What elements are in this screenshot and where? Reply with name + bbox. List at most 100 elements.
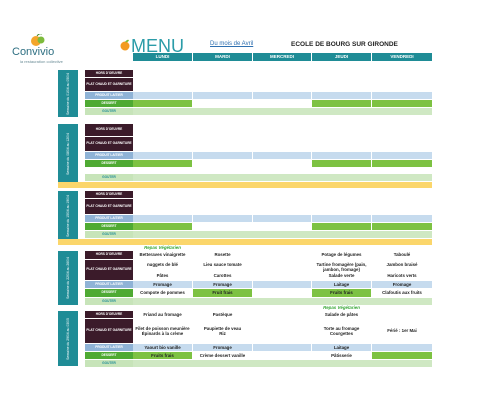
week-4-thursday-main: Tartine fromagère (pain, jambon, fromage… xyxy=(316,261,367,278)
week-2-label-gouter: GOUTER xyxy=(85,174,133,181)
week-2-laitier-cell xyxy=(372,152,432,159)
week-2-dessert-cell xyxy=(372,160,432,167)
week-3-side-label: Semaine du 15/04 au 19/04 xyxy=(58,191,78,241)
day-header-wednesday: MERCREDI xyxy=(253,53,311,61)
week-4-friday-main: Jambon braisé Haricots verts xyxy=(386,261,418,278)
week-4-label-laitier: PRODUIT LAITIER xyxy=(85,281,133,288)
week-5-label-hors-doeuvre: HORS D'OEUVRE xyxy=(85,311,133,318)
week-5-friday-dessert xyxy=(372,352,432,359)
week-1-laitier-cell xyxy=(193,92,252,99)
week-2-laitier-cell xyxy=(253,152,311,159)
week-2-label-dessert: DESSERT xyxy=(85,160,133,167)
week-4-monday-dessert: Compote de pommes xyxy=(140,290,185,296)
week-5-thursday-main: Torte au fromage Courgettes xyxy=(323,325,360,337)
week-4-thursday-dessert: Fruits frais xyxy=(312,289,371,297)
week-5-monday-starter: Friand au fromage xyxy=(143,311,182,317)
week-3-label-gouter: GOUTER xyxy=(85,231,133,238)
week-4-label-plat: PLAT CHAUD ET GARNITURE xyxy=(85,260,133,280)
week-4-friday-dairy: Fromage xyxy=(372,281,432,288)
week-5-friday-dairy xyxy=(372,344,432,351)
week-3-laitier-cell xyxy=(312,215,371,222)
week-3-dessert-cell xyxy=(312,223,371,230)
week-1-label-hors-doeuvre: HORS D'OEUVRE xyxy=(85,70,133,77)
week-2-laitier-cell xyxy=(133,152,192,159)
week-separator xyxy=(58,182,432,188)
week-5-wednesday-dairy xyxy=(253,344,311,351)
week-1-label-laitier: PRODUIT LAITIER xyxy=(85,92,133,99)
week-3-label-hors-doeuvre: HORS D'OEUVRE xyxy=(85,191,133,198)
week-4-tuesday-main: Lieu sauce tomate Carottes xyxy=(203,261,242,278)
week-1-laitier-cell xyxy=(253,92,311,99)
week-5-tuesday-starter: Pastèque xyxy=(212,311,233,317)
week-5-thursday-starter: Salade de pâtes xyxy=(324,311,359,317)
week-4-tuesday-starter: Rosette xyxy=(214,252,231,258)
week-1-label-gouter: GOUTER xyxy=(85,108,133,115)
week-5-friday-holiday: Férié : 1er Mai xyxy=(387,328,417,334)
week-2-gouter-cell xyxy=(133,174,432,181)
day-header-monday: LUNDI xyxy=(133,53,192,61)
week-4-friday-starter: Taboulé xyxy=(393,252,411,258)
week-5-tuesday-dairy: Fromage xyxy=(193,344,252,351)
week-1-laitier-cell xyxy=(312,92,371,99)
week-2-label-plat: PLAT CHAUD ET GARNITURE xyxy=(85,137,133,151)
week-4-tuesday-dessert: Fruit frais xyxy=(193,289,252,297)
week-1-dessert-cell xyxy=(133,100,192,107)
week-1-dessert-cell xyxy=(372,100,432,107)
week-5-label-gouter: GOUTER xyxy=(85,360,133,367)
week-5-label-dessert: DESSERT xyxy=(85,352,133,359)
week-5-thursday-dessert: Pâtisserie xyxy=(331,352,352,358)
week-5-monday-main: Filet de poisson meunière Épinards à la … xyxy=(135,325,190,337)
week-4-label-dessert: DESSERT xyxy=(85,289,133,297)
vegetarian-meal-label: Repas Végétarien xyxy=(323,305,360,310)
week-5-thursday-dairy: Laitage xyxy=(312,344,371,351)
apple-icon xyxy=(120,39,130,51)
convivio-logo: Convivio la restauration collective xyxy=(6,34,74,70)
week-2-laitier-cell xyxy=(193,152,252,159)
week-2-side-label: Semaine du 08/04 au 12/04 xyxy=(58,124,78,184)
week-4-label-hors-doeuvre: HORS D'OEUVRE xyxy=(85,251,133,259)
week-4-friday-dessert: Clafoutis aux fruits xyxy=(382,290,422,296)
week-1-dessert-cell xyxy=(312,100,371,107)
week-5-label-plat: PLAT CHAUD ET GARNITURE xyxy=(85,319,133,343)
week-1-label-plat: PLAT CHAUD ET GARNITURE xyxy=(85,78,133,91)
week-3-label-laitier: PRODUIT LAITIER xyxy=(85,215,133,222)
logo-tagline: la restauration collective xyxy=(20,59,63,64)
week-1-laitier-cell xyxy=(133,92,192,99)
week-1-laitier-cell xyxy=(372,92,432,99)
week-4-gouter-cell xyxy=(133,298,432,305)
logo-text: Convivio xyxy=(12,46,55,58)
week-2-label-hors-doeuvre: HORS D'OEUVRE xyxy=(85,124,133,136)
week-3-dessert-cell xyxy=(372,223,432,230)
week-4-monday-main: nuggets de blé Pâtes xyxy=(147,261,178,278)
day-header-friday: VENDREDI xyxy=(372,53,432,61)
week-3-laitier-cell xyxy=(133,215,192,222)
week-5-monday-dessert: Fruits frais xyxy=(133,352,192,359)
month-subtitle: Du mois de Avril xyxy=(210,41,254,47)
week-5-tuesday-main: Paupiette de veau Riz xyxy=(203,325,242,337)
week-5-label-laitier: PRODUIT LAITIER xyxy=(85,344,133,351)
logo-fruit-icon xyxy=(31,34,45,46)
week-4-side-label: Semaine du 22/04 au 26/04 xyxy=(58,251,78,305)
week-5-side-label: Semaine du 29/04 au 03/05 xyxy=(58,311,78,366)
week-1-side-label: Semaine du 01/04 au 05/04 xyxy=(58,70,78,117)
week-1-gouter-cell xyxy=(133,108,432,115)
school-name: ECOLE DE BOURG SUR GIRONDE xyxy=(291,41,398,48)
week-2-laitier-cell xyxy=(312,152,371,159)
week-4-thursday-starter: Potage de légumes xyxy=(321,252,362,258)
week-3-dessert-cell xyxy=(133,223,192,230)
week-3-laitier-cell xyxy=(372,215,432,222)
week-2-label-laitier: PRODUIT LAITIER xyxy=(85,152,133,159)
week-separator xyxy=(58,239,432,245)
week-5-gouter-cell xyxy=(133,360,432,367)
week-4-label-gouter: GOUTER xyxy=(85,298,133,305)
week-3-label-plat: PLAT CHAUD ET GARNITURE xyxy=(85,199,133,214)
week-3-label-dessert: DESSERT xyxy=(85,223,133,230)
week-4-wednesday-dairy xyxy=(253,281,311,288)
week-3-laitier-cell xyxy=(253,215,311,222)
week-4-monday-starter: Betteraves vinaigrette xyxy=(139,252,186,258)
week-1-label-dessert: DESSERT xyxy=(85,100,133,107)
week-2-dessert-cell xyxy=(133,160,192,167)
week-4-monday-dairy: Fromage xyxy=(133,281,192,288)
day-header-tuesday: MARDI xyxy=(193,53,252,61)
day-header-thursday: JEUDI xyxy=(312,53,371,61)
